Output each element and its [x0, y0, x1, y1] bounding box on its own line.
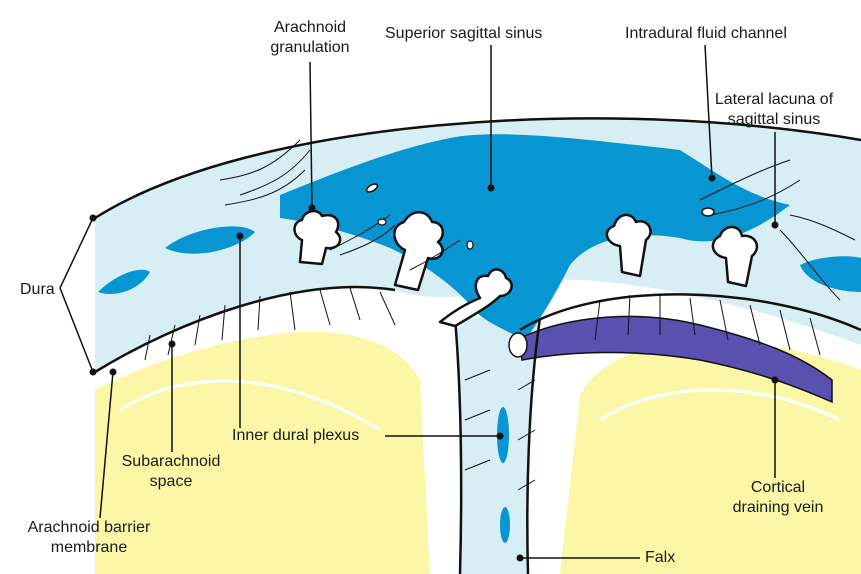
label-arachnoid-granulation: Arachnoid granulation: [255, 18, 365, 58]
vein-opening: [509, 333, 527, 357]
label-lateral-lacuna: Lateral lacuna of sagittal sinus: [700, 90, 848, 130]
intradural-channel-2: [702, 208, 714, 216]
falx-channel-lower: [500, 507, 510, 543]
label-intradural-fluid-channel: Intradural fluid channel: [625, 24, 787, 44]
label-dura: Dura: [20, 280, 55, 300]
intradural-channel-3: [378, 219, 386, 225]
label-cortical-draining-vein: Cortical draining vein: [718, 478, 838, 518]
label-falx: Falx: [645, 548, 675, 568]
label-subarachnoid-space: Subarachnoid space: [108, 452, 234, 492]
label-arachnoid-barrier-membrane: Arachnoid barrier membrane: [14, 518, 164, 558]
intradural-channel-4: [467, 241, 473, 249]
label-inner-dural-plexus: Inner dural plexus: [232, 426, 359, 446]
label-superior-sagittal-sinus: Superior sagittal sinus: [385, 24, 542, 44]
